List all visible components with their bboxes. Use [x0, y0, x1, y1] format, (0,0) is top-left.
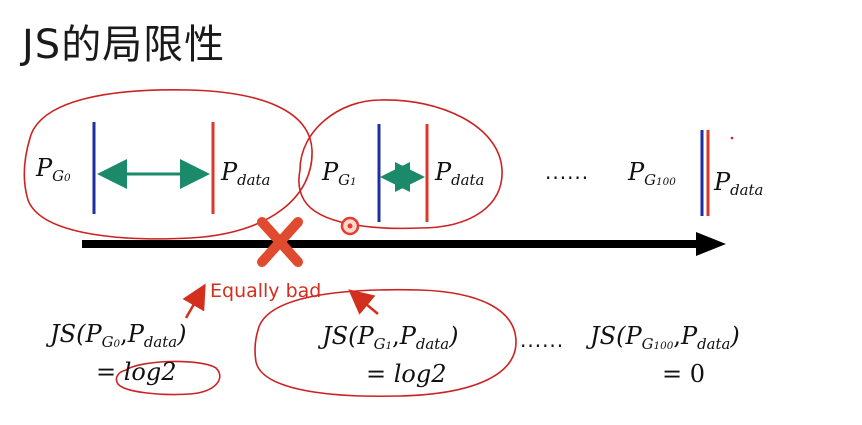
label-pdata-b: Pdata — [435, 158, 485, 190]
bottom-ellipsis: ...... — [520, 328, 565, 352]
main-axis-arrow — [82, 232, 726, 256]
formula-js-g1: JS(PG1,Pdata) — [322, 322, 459, 354]
slide-title: JS的局限性 — [22, 22, 226, 68]
label-pg100: PG100 — [628, 158, 676, 190]
handdrawn-circle-log2-left — [115, 360, 221, 396]
cross-mark-icon — [257, 217, 303, 267]
label-pg1: PG1 — [322, 158, 357, 190]
label-pdata-c: Pdata — [714, 168, 764, 200]
annotation-arrow-left — [182, 283, 206, 319]
pointer-dot-icon — [340, 216, 360, 236]
top-ellipsis: ...... — [545, 160, 590, 184]
formula-js-g0-result: = log2 — [96, 358, 177, 386]
label-pdata-a: Pdata — [221, 158, 271, 190]
handdrawn-circle-middle — [298, 99, 503, 230]
annotation-arrow-right — [348, 289, 379, 315]
label-pg0: PG0 — [36, 154, 71, 186]
formula-js-g100-result: = 0 — [662, 360, 706, 388]
formula-js-g1-result: = log2 — [366, 360, 447, 388]
stray-speck — [730, 136, 734, 140]
formula-js-g100: JS(PG100,Pdata) — [590, 322, 740, 354]
annotation-equally-bad: Equally bad — [210, 280, 322, 302]
formula-js-g0: JS(PG0,Pdata) — [50, 320, 187, 352]
